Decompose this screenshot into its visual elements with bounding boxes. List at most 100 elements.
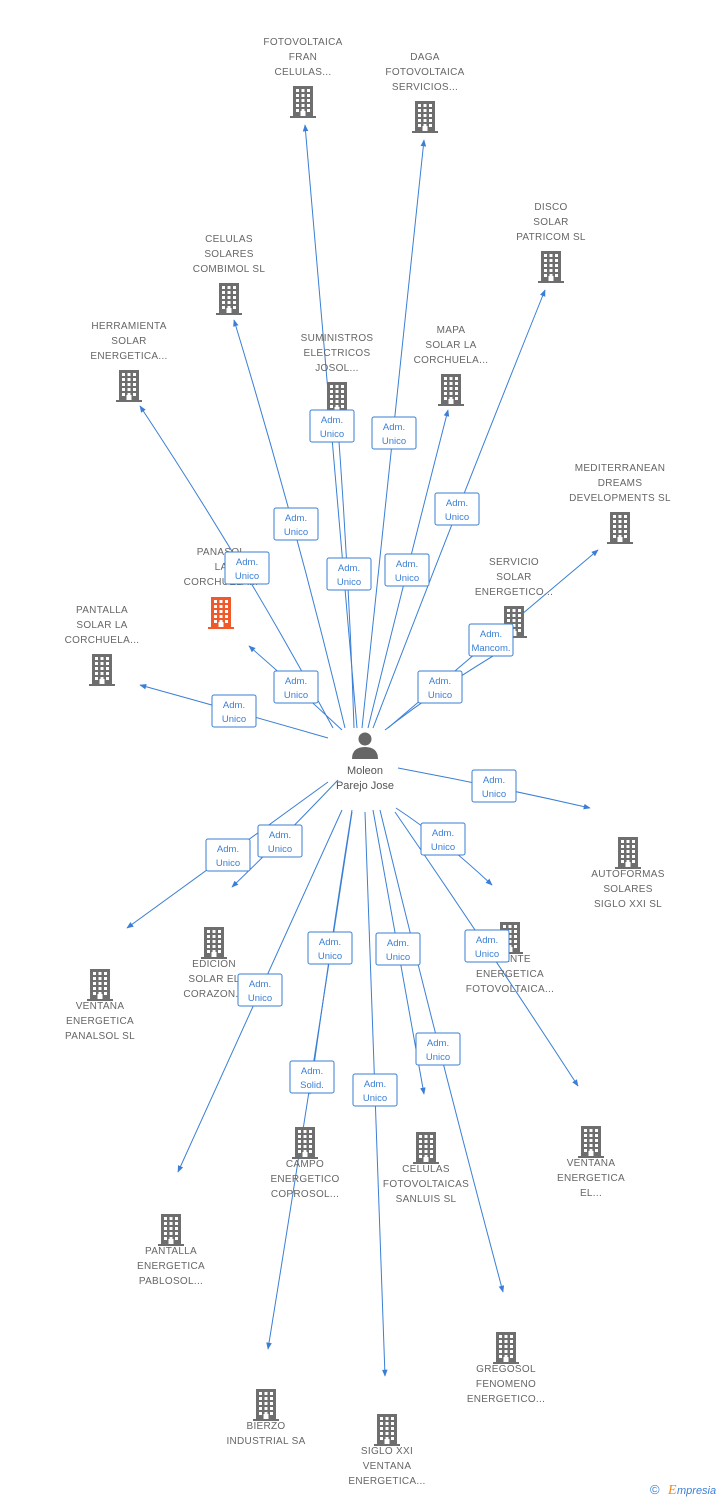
role-badge-mapa[interactable]: Adm.Unico [384, 553, 430, 587]
role-badge-panalsol[interactable]: Adm.Unico [205, 838, 251, 872]
company-label-line: SANLUIS SL [396, 1194, 457, 1205]
company-node-mediterranean[interactable]: MEDITERRANEAN DREAMS DEVELOPMENTS SL [569, 463, 671, 544]
company-node-edicion[interactable]: EDICION SOLAR EL CORAZON... [183, 927, 244, 1000]
company-label-line: CELULAS... [275, 67, 332, 78]
company-node-pablosol[interactable]: PANTALLAENERGETICAPABLOSOL... [137, 1214, 205, 1287]
company-label-line: FRAN [289, 52, 317, 63]
role-badge-line: Unico [482, 789, 506, 800]
building-icon [438, 374, 464, 406]
role-badge-line: Adm. [446, 498, 468, 509]
company-label-line: CORCHUELA... [65, 635, 140, 646]
company-node-ventana_el[interactable]: VENTANAENERGETICAEL... [557, 1126, 625, 1199]
company-node-panasol[interactable]: PANASOLLACORCHUELA... [184, 547, 259, 629]
nodes-layer: FOTOVOLTAICA FRAN CELULAS... DAGAFOTOVOLTAI… [65, 37, 671, 1487]
building-icon [201, 927, 227, 959]
role-badge-autoformas[interactable]: Adm.Unico [471, 769, 517, 803]
company-label-line: CELULAS [402, 1164, 450, 1175]
role-badge-line: Unico [222, 714, 246, 725]
role-badge-fuente[interactable]: Adm.Unico [420, 822, 466, 856]
building-icon [413, 1132, 439, 1164]
person-icon [352, 732, 378, 759]
company-label-line: ENERGETICA [476, 969, 544, 980]
role-badge-fran[interactable]: Adm.Unico [309, 409, 355, 443]
company-label-line: FENOMENO [476, 1379, 536, 1390]
role-badge-pantalla_corchuela[interactable]: Adm.Unico [211, 694, 257, 728]
role-badge-line: Unico [284, 527, 308, 538]
building-icon [324, 382, 350, 414]
role-badge-coprosol[interactable]: Adm.Unico [307, 931, 353, 965]
company-label-line: CORAZON... [183, 989, 244, 1000]
company-label-line: JOSOL... [315, 363, 359, 374]
company-label-line: DISCO [534, 202, 567, 213]
building-icon [607, 512, 633, 544]
company-node-gregosol[interactable]: GREGOSOLFENOMENOENERGETICO... [467, 1332, 545, 1405]
company-node-sanluis[interactable]: CELULAS FOTOVOLTAICAS SANLUIS SL [383, 1132, 469, 1205]
company-label-line: PANASOL [197, 547, 246, 558]
role-badge-suministros[interactable]: Adm.Unico [326, 557, 372, 591]
role-badge-line: Adm. [432, 828, 454, 839]
company-label-line: MAPA [437, 325, 466, 336]
company-label-line: FOTOVOLTAICAS [383, 1179, 469, 1190]
role-badge-edicion[interactable]: Adm.Unico [257, 824, 303, 858]
company-node-coprosol[interactable]: CAMPOENERGETICOCOPROSOL... [270, 1127, 339, 1200]
role-badge-line: Unico [395, 573, 419, 584]
company-label-line: MEDITERRANEAN [575, 463, 666, 474]
role-badge-disco[interactable]: Adm. Unico [434, 492, 480, 526]
person-name-line: Moleon [347, 765, 383, 777]
company-label-line: DEVELOPMENTS SL [569, 493, 671, 504]
role-badge-line: Adm. [285, 513, 307, 524]
company-label-line: EDICION [192, 959, 236, 970]
company-label-line: PATRICOM SL [516, 232, 586, 243]
role-badge-combimol[interactable]: Adm. Unico [273, 507, 319, 541]
company-label-line: PANALSOL SL [65, 1031, 135, 1042]
role-badge-mediterranean[interactable]: Adm.Mancom. [468, 623, 514, 657]
company-label-line: FUENTE [489, 954, 531, 965]
role-badge-servicio[interactable]: Adm.Unico [417, 670, 463, 704]
role-badge-sanluis[interactable]: Adm.Unico [375, 932, 421, 966]
role-badge-line: Adm. [480, 629, 502, 640]
company-label-line: COPROSOL... [271, 1189, 339, 1200]
role-badge-bierzo[interactable]: Adm. Solid. [289, 1060, 335, 1094]
company-node-daga[interactable]: DAGAFOTOVOLTAICASERVICIOS... [385, 52, 464, 133]
role-badge-line: Unico [445, 512, 469, 523]
company-label-line: ENERGETICO... [475, 587, 553, 598]
role-badge-herramienta[interactable]: Adm.Unico [224, 551, 270, 585]
role-badge-line: Adm. [321, 415, 343, 426]
company-label-line: VENTANA [567, 1158, 616, 1169]
role-badge-line: Unico [318, 951, 342, 962]
role-badge-ventana_el[interactable]: Adm.Unico [464, 929, 510, 963]
role-badge-daga[interactable]: Adm.Unico [371, 416, 417, 450]
building-icon [412, 101, 438, 133]
role-badge-line: Solid. [300, 1080, 324, 1091]
company-label-line: FOTOVOLTAICA [263, 37, 342, 48]
role-badge-pablosol[interactable]: Adm.Unico [237, 973, 283, 1007]
role-badge-gregosol[interactable]: Adm.Unico [415, 1032, 461, 1066]
company-node-herramienta[interactable]: HERRAMIENTASOLARENERGETICA... [90, 321, 167, 402]
building-icon [216, 283, 242, 315]
role-badge-panasol[interactable]: Adm.Unico [273, 670, 319, 704]
company-label-line: COMBIMOL SL [193, 264, 266, 275]
role-badge-siglo_xxi[interactable]: Adm.Unico [352, 1073, 398, 1107]
copyright-symbol: © [650, 1482, 660, 1497]
company-label-line: SOLAR EL [188, 974, 239, 985]
company-label-line: FOTOVOLTAICA [385, 67, 464, 78]
company-node-fran[interactable]: FOTOVOLTAICA FRAN CELULAS... [263, 37, 342, 118]
company-node-siglo_xxi[interactable]: SIGLO XXIVENTANAENERGETICA... [348, 1414, 425, 1487]
role-badge-line: Unico [426, 1052, 450, 1063]
company-node-suministros[interactable]: SUMINISTROSELECTRICOSJOSOL... [301, 333, 374, 414]
company-label-line: PANTALLA [145, 1246, 197, 1257]
company-label-line: DREAMS [598, 478, 643, 489]
role-badge-line: Adm. [301, 1066, 323, 1077]
company-label-line: VENTANA [76, 1001, 125, 1012]
brand-name: mpresia [677, 1485, 716, 1497]
role-badge-line: Unico [386, 952, 410, 963]
